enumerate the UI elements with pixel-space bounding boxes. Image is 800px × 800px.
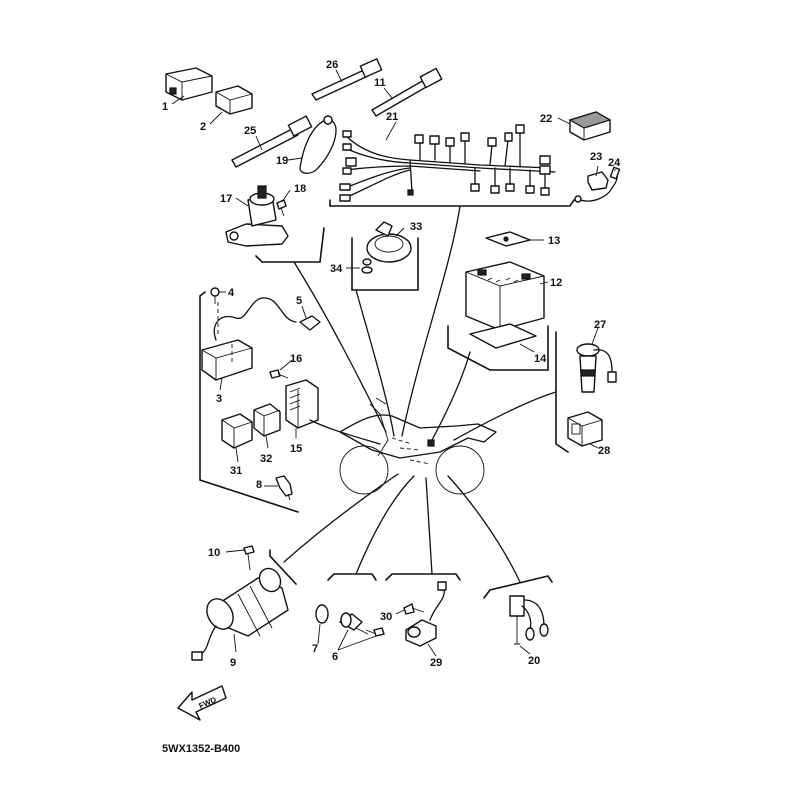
- part-21-wire-harness: [339, 124, 556, 202]
- label-part-25: 25: [244, 125, 256, 137]
- part-22-relay-block: [568, 111, 612, 141]
- part-12-battery: [465, 261, 545, 331]
- label-part-14: 14: [534, 353, 547, 365]
- part-16-bolt: [269, 369, 289, 379]
- part-33-horn: [366, 221, 412, 263]
- part-30-bolt: [403, 603, 425, 615]
- forward-direction-arrow: FWD: [177, 685, 227, 721]
- label-part-3: 3: [216, 393, 222, 405]
- part-9-starter-motor: [191, 567, 289, 661]
- label-part-27: 27: [594, 319, 606, 331]
- label-part-13: 13: [548, 235, 560, 247]
- label-part-34: 34: [330, 263, 343, 275]
- label-part-1: 1: [162, 101, 168, 113]
- label-part-18: 18: [294, 183, 306, 195]
- label-part-6: 6: [332, 651, 338, 663]
- label-part-22: 22: [540, 113, 552, 125]
- part-5-plug-cap: [299, 315, 321, 331]
- label-part-24: 24: [608, 157, 621, 169]
- label-part-15: 15: [290, 443, 302, 455]
- label-part-33: 33: [410, 221, 422, 233]
- diagram-code: 5WX1352-B400: [162, 743, 240, 755]
- part-4-screw: [210, 287, 220, 304]
- label-part-32: 32: [260, 453, 272, 465]
- label-part-26: 26: [326, 59, 338, 71]
- part-26-cable-tie: [311, 58, 383, 101]
- part-14-battery-mat: [469, 323, 537, 349]
- connection-lines: [283, 205, 557, 583]
- part-1-control-unit: [165, 67, 213, 101]
- part-20-switch: [509, 595, 549, 645]
- part-29-starter-relay: [405, 581, 447, 647]
- part-2-connector-block: [215, 85, 253, 115]
- group-brackets: [199, 199, 575, 599]
- part-18-screw: [276, 199, 287, 217]
- part-32-relay: [253, 403, 281, 437]
- label-part-9: 9: [230, 657, 236, 669]
- label-part-20: 20: [528, 655, 540, 667]
- part-23-fuse-holder: [587, 171, 609, 191]
- part-31-relay: [221, 413, 253, 449]
- part-13-battery-band: [485, 231, 531, 247]
- part-19-wire-loop: [299, 115, 337, 174]
- part-10-bolt: [243, 545, 255, 571]
- label-part-11: 11: [374, 77, 386, 89]
- label-part-23: 23: [590, 151, 602, 163]
- part-27-switch: [576, 343, 617, 393]
- label-part-5: 5: [296, 295, 302, 307]
- part-28-coupler: [567, 411, 603, 447]
- label-part-10: 10: [208, 547, 220, 559]
- part-24-fuse-lead: [574, 166, 621, 203]
- label-part-21: 21: [386, 111, 398, 123]
- part-11-cable-tie: [371, 67, 443, 117]
- part-17-main-switch: [225, 185, 289, 247]
- part-6-sensor-kit: [339, 612, 385, 637]
- label-part-12: 12: [550, 277, 562, 289]
- label-part-19: 19: [276, 155, 288, 167]
- label-part-29: 29: [430, 657, 442, 669]
- label-part-31: 31: [230, 465, 242, 477]
- part-7-o-ring: [315, 604, 329, 624]
- label-part-30: 30: [380, 611, 392, 623]
- label-part-4: 4: [228, 287, 235, 299]
- motorcycle-outline: [339, 397, 497, 495]
- label-part-28: 28: [598, 445, 610, 457]
- part-34-nut: [361, 258, 373, 274]
- label-part-8: 8: [256, 479, 262, 491]
- leader-lines: [171, 69, 616, 657]
- label-part-7: 7: [312, 643, 318, 655]
- label-part-17: 17: [220, 193, 232, 205]
- part-3-ignition-coil: [201, 297, 297, 381]
- part-8-sensor: [275, 475, 293, 501]
- label-part-2: 2: [200, 121, 206, 133]
- part-15-regulator: [285, 379, 319, 429]
- label-part-16: 16: [290, 353, 302, 365]
- part-25-cable-tie: [231, 115, 313, 168]
- part-labels: 1 2 25 19 26 11 21 22 23 24 17 18 33 34 …: [162, 59, 621, 669]
